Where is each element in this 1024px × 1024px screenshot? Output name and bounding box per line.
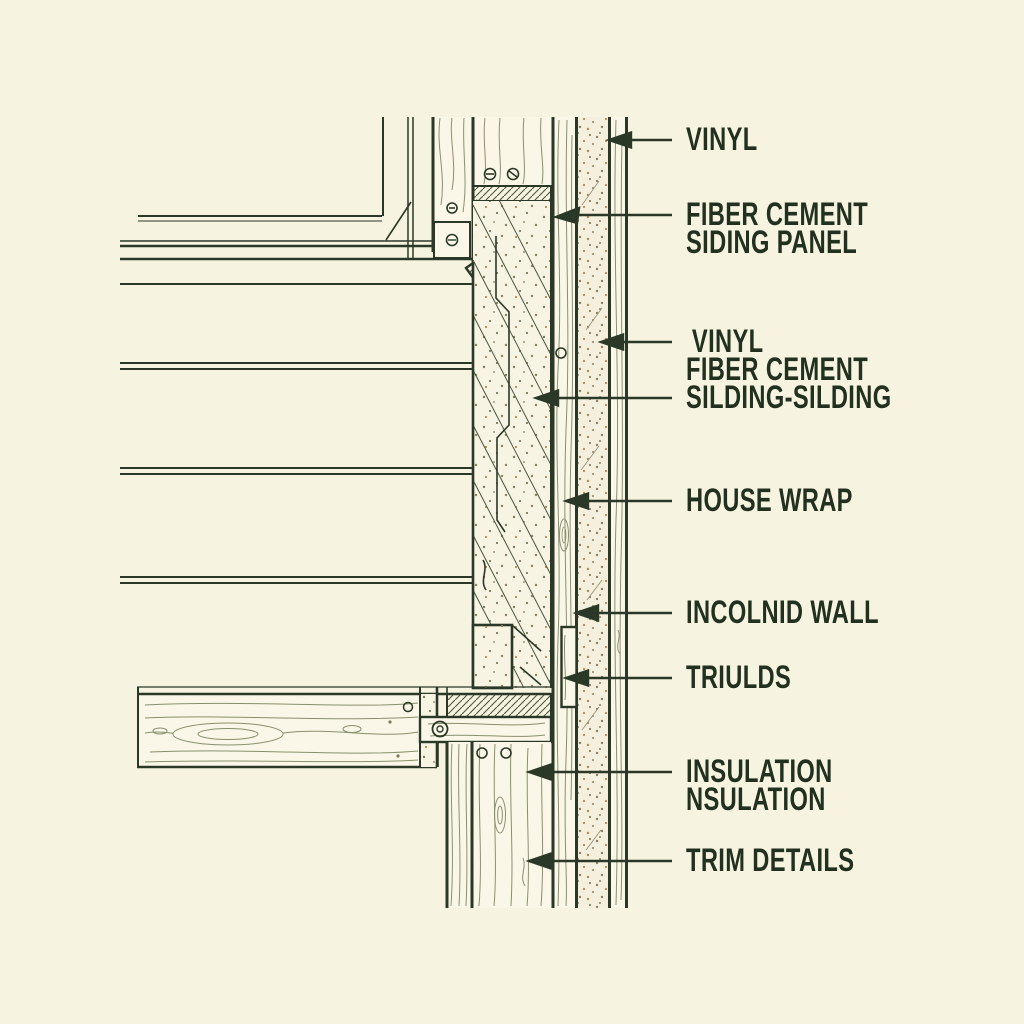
leader-lines <box>525 130 672 871</box>
leader-silding <box>532 388 672 408</box>
label-line: SILDING-SILDING <box>686 379 892 415</box>
wood-grain <box>614 119 623 906</box>
panel-joint-lines <box>482 236 542 686</box>
leader-trim-details <box>525 851 672 871</box>
label-incolnid-wall: INCOLNID WALL <box>686 594 947 630</box>
fastener-circle <box>446 167 520 214</box>
leader-house-wrap <box>562 491 672 511</box>
label-line: FIBER CEMENT <box>686 196 869 232</box>
house-wrap-board <box>553 117 575 908</box>
label-line: VINYL <box>691 323 764 359</box>
label-house-wrap: HOUSE WRAP <box>686 482 911 518</box>
cap-flashing-band <box>472 185 552 202</box>
label-vinyl-top: VINYL <box>686 121 783 157</box>
arrowhead-icon <box>597 332 625 352</box>
label-line: NSULATION <box>686 781 826 817</box>
label-insulation: INSULATION NSULATION <box>686 753 884 817</box>
label-line: SIDING PANEL <box>686 224 858 260</box>
label-vinyl-fiber-cement-silding: VINYL FIBER CEMENT SILDING-SILDING <box>686 323 964 415</box>
label-triulds: TRIULDS <box>686 659 828 695</box>
arrowhead-icon <box>525 851 553 871</box>
label-line: INSULATION <box>686 753 833 789</box>
label-line: TRIM DETAILS <box>686 842 855 878</box>
right-wall-layers <box>551 117 628 908</box>
ledger-hatch-band <box>446 693 552 718</box>
arrowhead-icon <box>562 668 590 688</box>
brace-line <box>385 201 412 241</box>
arrowhead-icon <box>562 491 590 511</box>
fastener-circle <box>555 347 567 359</box>
leader-vinyl-top <box>605 130 672 150</box>
leader-incolnid-wall <box>572 603 672 623</box>
nailer-block <box>433 221 471 259</box>
sill-board <box>418 715 553 744</box>
fiber-cement-column <box>471 201 552 690</box>
stucco-strokes <box>580 180 603 851</box>
leader-insulation <box>525 762 672 782</box>
label-line: FIBER CEMENT <box>686 351 869 387</box>
arrowhead-icon <box>552 206 581 225</box>
leader-vinyl-mid <box>597 332 672 352</box>
vinyl-board <box>611 117 626 908</box>
bottom-beam-assembly <box>137 686 553 908</box>
wood-grain <box>144 702 419 763</box>
label-line: INCOLNID WALL <box>686 594 879 630</box>
lower-trim-boards <box>437 742 551 908</box>
fastener-circle <box>402 701 414 713</box>
label-fiber-cement-siding-panel: FIBER CEMENT SIDING PANEL <box>686 196 932 260</box>
arrowhead-icon <box>525 762 553 782</box>
wood-grain <box>450 743 544 907</box>
left-siding-courses <box>120 215 473 584</box>
label-line: HOUSE WRAP <box>686 482 853 518</box>
arrowhead-icon <box>572 603 600 623</box>
label-line: TRIULDS <box>686 659 792 695</box>
leader-fiber-cement-siding-panel <box>552 206 672 225</box>
label-line: VINYL <box>686 121 758 157</box>
wood-grain <box>438 117 544 213</box>
arrowhead-icon <box>605 130 633 150</box>
arrowhead-icon <box>532 388 560 408</box>
trim-strip-block <box>560 625 578 709</box>
leader-triulds <box>562 668 672 688</box>
label-trim-details: TRIM DETAILS <box>686 842 914 878</box>
